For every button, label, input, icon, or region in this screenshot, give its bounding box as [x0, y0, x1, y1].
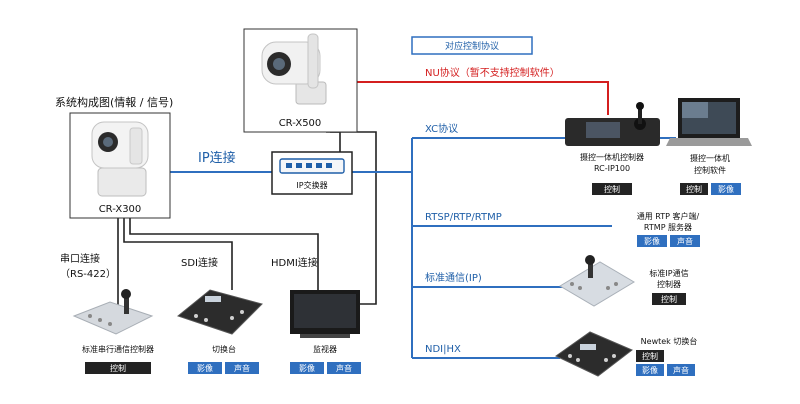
standard-ip-protocol-label: 标准通信(IP) [425, 272, 482, 284]
serial-controller-label: 标准串行通信控制器 [82, 344, 154, 354]
svg-text:控制: 控制 [642, 351, 658, 361]
newtek-console-icon [555, 331, 633, 377]
sdi-line [123, 218, 233, 290]
xc-protocol-label: XC协议 [425, 122, 458, 135]
video-switcher-icon [176, 289, 263, 335]
rtp-client-line1: 通用 RTP 客户端/ [637, 211, 700, 221]
svg-text:控制: 控制 [604, 184, 620, 194]
serial-badge-control: 控制 [85, 362, 151, 374]
ip-link-label: IP连接 [198, 150, 236, 166]
newtek-badge-audio: 声音 [667, 364, 695, 376]
serial-link-sub-label: （RS-422） [60, 268, 116, 280]
svg-text:声音: 声音 [677, 236, 693, 246]
laptop-icon [666, 98, 752, 146]
software-line1: 摄控一体机 [690, 153, 730, 163]
rc-ip100-line2: RC-IP100 [594, 164, 630, 173]
rc-ip100-device[interactable]: 摄控一体机控制器 RC-IP100 控制 [565, 102, 660, 195]
rc-ip100-line1: 摄控一体机控制器 [580, 152, 644, 162]
monitor-label: 监视器 [313, 344, 337, 354]
newtek-switcher-device[interactable]: Newtek 切换台 控制 影像 声音 [555, 331, 698, 377]
cr-x500-camera[interactable]: CR-X500 [243, 28, 358, 133]
switcher-badge-video: 影像 [188, 362, 222, 374]
svg-text:控制: 控制 [686, 184, 702, 194]
sdi-switcher-device[interactable]: 切换台 影像 声音 [176, 289, 263, 374]
legend-box-label: 对应控制协议 [445, 40, 499, 52]
svg-text:影像: 影像 [642, 365, 658, 375]
rtp-client-line2: RTMP 服务器 [644, 222, 692, 232]
serial-controller-device[interactable]: 标准串行通信控制器 控制 [72, 289, 154, 374]
rc-ip100-controller-icon [565, 102, 660, 146]
svg-text:声音: 声音 [673, 365, 689, 375]
svg-text:影像: 影像 [299, 363, 315, 373]
legend-box: 对应控制协议 [411, 36, 533, 55]
cr-x300-label: CR-X300 [99, 204, 142, 215]
svg-text:声音: 声音 [336, 363, 352, 373]
sdi-link-label: SDI连接 [181, 256, 218, 269]
newtek-badge-video: 影像 [636, 364, 664, 376]
hdmi-monitor-device[interactable]: 监视器 影像 声音 [290, 290, 361, 374]
hdmi-link-label: HDMI连接 [271, 256, 318, 269]
standard-ip-controller-device[interactable]: 标准IP通信 控制器 控制 [559, 255, 689, 307]
ip-switch-label: IP交换器 [296, 180, 327, 190]
ip-controller-badge-control: 控制 [652, 293, 686, 305]
monitor-badge-audio: 声音 [327, 362, 361, 374]
rc-ip100-badge-control: 控制 [592, 183, 632, 195]
rtp-badge-audio: 声音 [670, 235, 700, 247]
nu-protocol-line [357, 81, 609, 115]
serial-link-label: 串口连接 [60, 252, 100, 265]
svg-text:声音: 声音 [234, 363, 250, 373]
switcher-label: 切换台 [212, 344, 236, 354]
ip-controller-line2: 控制器 [657, 279, 681, 289]
newtek-badge-control: 控制 [636, 350, 664, 362]
rtp-client-device[interactable]: 通用 RTP 客户端/ RTMP 服务器 影像 声音 [637, 211, 700, 247]
ip-controller-line1: 标准IP通信 [649, 268, 688, 278]
monitor-icon [290, 290, 360, 338]
control-software-device[interactable]: 摄控一体机 控制软件 控制 影像 [666, 98, 752, 195]
monitor-badge-video: 影像 [290, 362, 324, 374]
nu-protocol-label: NU协议（暂不支持控制软件） [425, 66, 560, 79]
software-badge-control: 控制 [680, 183, 708, 195]
svg-text:控制: 控制 [110, 363, 126, 373]
svg-text:控制: 控制 [661, 294, 677, 304]
diagram-title: 系统构成图(情報 / 信号) [55, 95, 173, 109]
software-badge-video: 影像 [711, 183, 741, 195]
hdmi-line [129, 218, 319, 290]
ndi-protocol-label: NDI|HX [425, 344, 461, 355]
rtsp-protocol-label: RTSP/RTP/RTMP [425, 212, 502, 223]
cr-x500-label: CR-X500 [279, 118, 322, 129]
switcher-badge-audio: 声音 [225, 362, 259, 374]
ptz-camera-x500-icon [261, 33, 327, 105]
ip-switch[interactable]: IP交换器 [271, 151, 353, 195]
svg-text:影像: 影像 [197, 363, 213, 373]
newtek-line1: Newtek 切换台 [641, 336, 698, 346]
svg-text:影像: 影像 [644, 236, 660, 246]
cr-x300-camera[interactable]: CR-X300 [69, 112, 171, 219]
software-line2: 控制软件 [694, 165, 726, 175]
svg-text:影像: 影像 [718, 184, 734, 194]
rtp-badge-video: 影像 [637, 235, 667, 247]
ip-controller-icon [559, 255, 635, 307]
network-switch-icon [279, 158, 345, 174]
ptz-camera-x300-icon [91, 121, 149, 197]
serial-controller-icon [72, 289, 154, 335]
